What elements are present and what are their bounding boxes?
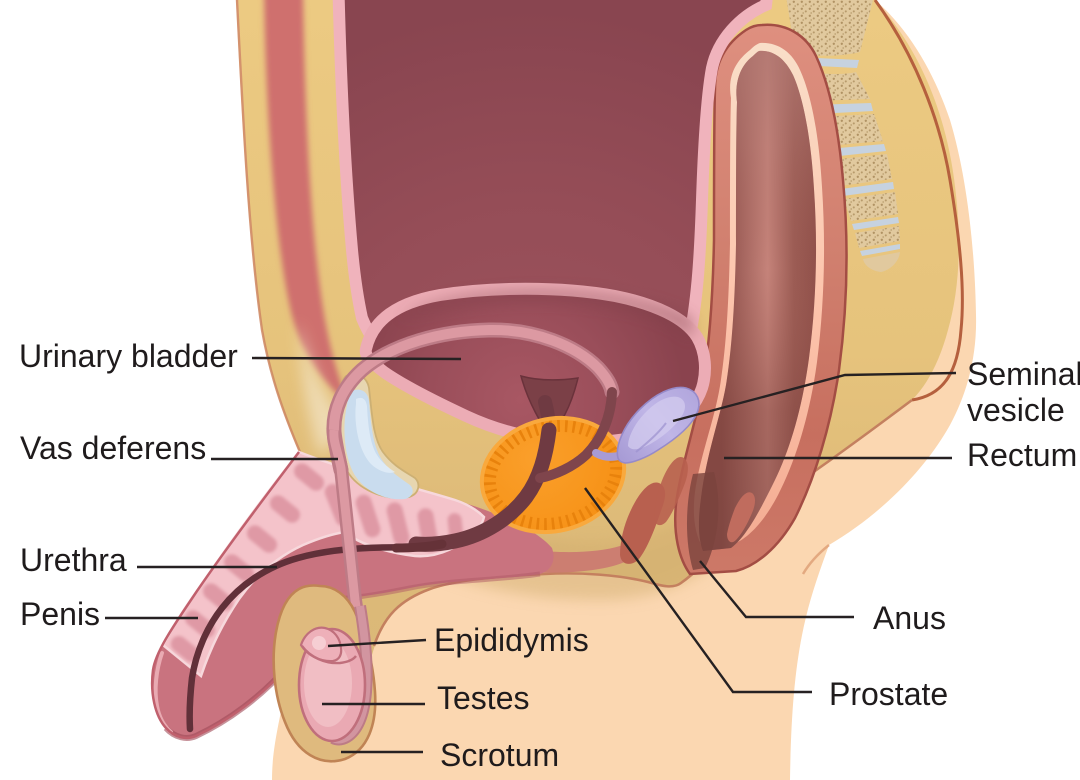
svg-text:Testes: Testes (437, 680, 529, 716)
svg-text:Urethra: Urethra (20, 542, 127, 578)
svg-text:Prostate: Prostate (829, 676, 948, 712)
svg-text:Epididymis: Epididymis (434, 622, 589, 658)
svg-text:Rectum: Rectum (967, 437, 1077, 473)
svg-text:vesicle: vesicle (967, 392, 1065, 428)
svg-text:Seminal: Seminal (967, 356, 1080, 392)
svg-text:Anus: Anus (873, 600, 946, 636)
svg-text:Penis: Penis (20, 596, 100, 632)
svg-text:Urinary bladder: Urinary bladder (19, 338, 238, 374)
svg-text:Vas deferens: Vas deferens (20, 430, 206, 466)
svg-text:Scrotum: Scrotum (440, 737, 559, 773)
